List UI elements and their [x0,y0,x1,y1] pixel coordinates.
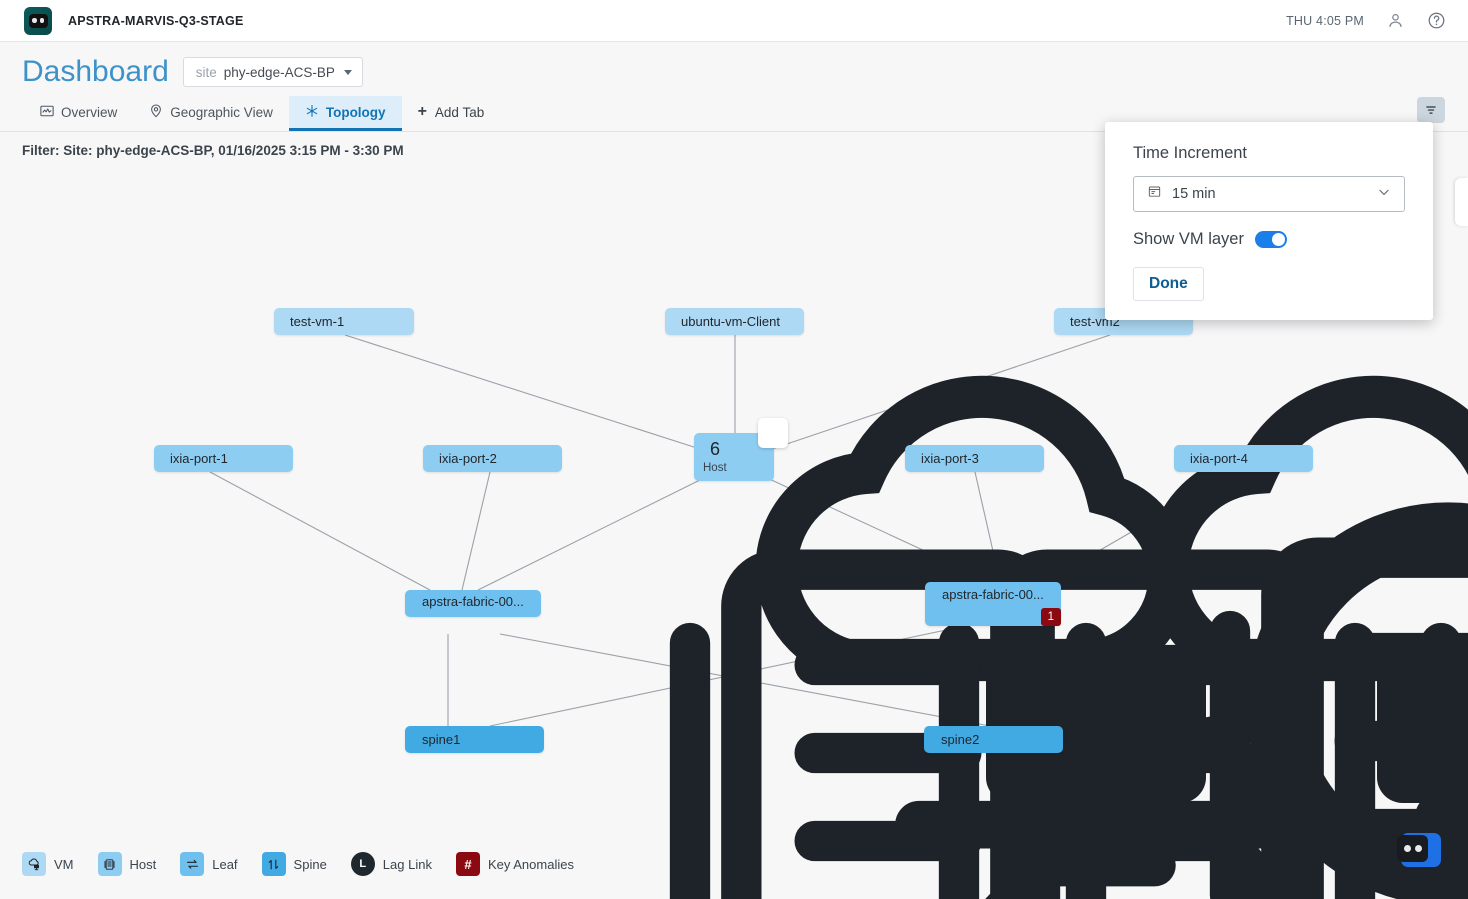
chat-assistant-icon[interactable] [1397,833,1441,867]
map-pin-icon [149,103,163,121]
host-group-label: Host [703,462,727,474]
site-selector-value: phy-edge-ACS-BP [223,64,335,80]
tab-overview[interactable]: Overview [24,96,133,131]
topology-icon [305,104,319,121]
legend-label: Lag Link [382,856,432,872]
legend-item-host: Host [97,852,157,876]
topology-node-label: ixia-port-2 [439,451,497,466]
app-title: APSTRA-MARVIS-Q3-STAGE [68,13,244,28]
legend-item-vm: VM [22,852,74,876]
analytics-icon [40,104,54,121]
host-group-count: 6 [710,439,721,459]
legend-label: Key Anomalies [487,856,574,872]
tab-topology[interactable]: Topology [288,96,402,131]
lag-link-icon: L [350,852,375,876]
topology-node-label: ixia-port-4 [1190,451,1248,466]
show-vm-layer-label: Show VM layer [1133,230,1244,248]
topology-node-label: test-vm-1 [290,314,345,329]
add-tab-button[interactable]: + Add Tab [402,96,501,131]
anomaly-badge[interactable]: 1 [1040,608,1061,626]
chevron-down-icon [1376,184,1392,205]
robot-logo-icon[interactable] [24,6,52,35]
topology-node-label: ixia-port-1 [170,451,228,466]
key-anomalies-icon: # [455,852,480,876]
help-circle-icon[interactable] [1427,11,1446,30]
topology-node-label: apstra-fabric-00... [942,587,1044,602]
page-title: Dashboard [22,55,169,88]
legend-item-lag-link: L Lag Link [350,852,432,876]
topology-node-leaf-2[interactable]: apstra-fabric-00... 1 [925,582,1468,841]
legend-label: VM [54,856,74,872]
site-selector-label: site [195,64,217,80]
legend-label: Spine [293,856,327,872]
topology-node-label: ixia-port-3 [921,451,979,466]
tab-topology-label: Topology [325,104,386,120]
topology-node-ixia-port-1[interactable]: ixia-port-1 [154,445,1107,899]
filter-icon[interactable] [1417,97,1445,123]
tab-overview-label: Overview [61,104,118,120]
legend-item-leaf: Leaf [180,852,238,876]
tab-geographic-view-label: Geographic View [170,104,273,120]
time-increment-select[interactable]: 15 min [1133,176,1405,212]
topology-node-ixia-port-4[interactable]: ixia-port-4 [1174,445,1313,472]
topology-settings-popover: Time Increment 15 min Show VM layer Done [1105,122,1433,320]
topology-node-label: spine2 [941,732,980,747]
topology-node-test-vm-1[interactable]: test-vm-1 [274,308,1206,887]
legend-label: Host [129,856,157,872]
topology-node-spine2[interactable]: spine2 [924,726,1063,753]
topology-node-ubuntu-vm-client[interactable]: ubuntu-vm-Client [665,308,1468,887]
top-bar: APSTRA-MARVIS-Q3-STAGE THU 4:05 PM [0,0,1468,42]
calendar-icon [1147,184,1162,204]
topology-node-label: spine1 [422,732,461,747]
lag-link-glyph: L [359,858,367,870]
site-selector[interactable]: site phy-edge-ACS-BP [182,57,363,87]
time-increment-value: 15 min [1172,186,1216,202]
user-icon[interactable] [1386,11,1405,30]
clock: THU 4:05 PM [1286,13,1364,28]
show-vm-layer-toggle[interactable] [1254,231,1287,248]
done-button[interactable]: Done [1133,267,1204,301]
time-increment-label: Time Increment [1133,144,1248,162]
cloud-vm-icon [22,852,46,876]
topology-node-leaf-1[interactable]: apstra-fabric-00... [405,590,1325,849]
topology-node-label: ubuntu-vm-Client [681,314,780,329]
topology-legend: VM Host Leaf [22,852,588,876]
search-magnify-icon[interactable] [758,418,1468,899]
legend-item-spine: Spine [261,852,327,876]
add-tab-label: Add Tab [434,104,485,120]
tab-bar: Overview Geographic View Topology + Ad [0,96,1468,132]
spine-icon [261,852,286,876]
tab-geographic-view[interactable]: Geographic View [133,96,289,131]
topology-node-label: apstra-fabric-00... [422,594,524,609]
key-anomalies-glyph: # [464,856,472,872]
filter-summary: Filter: Site: phy-edge-ACS-BP, 01/16/202… [22,143,404,158]
topology-node-ixia-port-2[interactable]: ixia-port-2 [423,445,1376,899]
legend-item-key-anomalies: # Key Anomalies [455,852,574,876]
topology-canvas[interactable]: test-vm-1 ubuntu-vm-Client test-vm2 [0,172,1468,899]
leaf-icon [180,852,205,876]
topology-node-spine1[interactable]: spine1 [405,726,1266,899]
legend-label: Leaf [212,856,238,872]
chevron-down-icon [343,69,352,75]
page-header: Dashboard site phy-edge-ACS-BP [0,42,1468,134]
plus-icon: + [417,103,427,120]
panel-collapse-handle[interactable] [1455,178,1468,226]
host-icon [97,852,122,876]
